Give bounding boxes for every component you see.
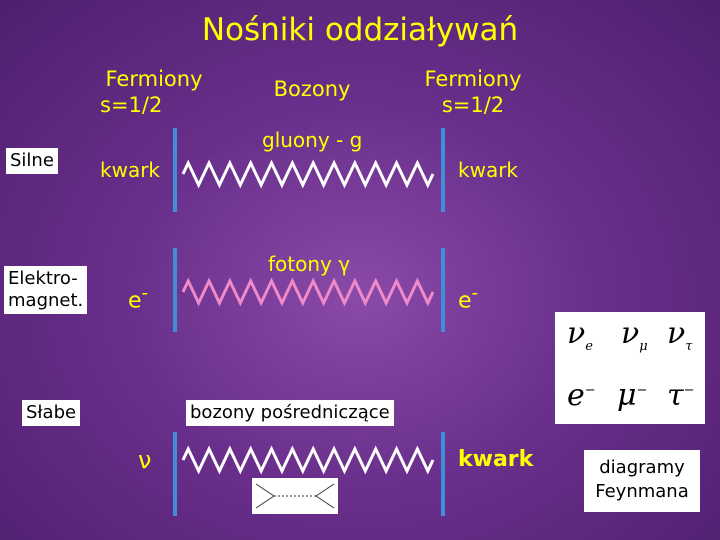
header-fermions-left: Fermiony s=1/2 xyxy=(96,66,212,118)
em-left-particle: e- xyxy=(128,282,148,313)
muon-symbol: μ− xyxy=(617,378,647,413)
slide-title: Nośniki oddziaływań xyxy=(201,12,519,48)
nu-tau-symbol-subscript: τ xyxy=(685,339,693,354)
em-right-particle: e- xyxy=(458,282,478,313)
weak-right-particle: kwark xyxy=(458,447,534,472)
strong-left-fermion-line xyxy=(173,128,177,212)
nu-tau-symbol: ντ xyxy=(667,316,692,354)
electron-symbol: e− xyxy=(567,378,596,413)
nu-mu-symbol-subscript: μ xyxy=(639,339,648,354)
row-label-electromagnetic: Elektro- magnet. xyxy=(4,266,88,314)
strong-left-particle: kwark xyxy=(100,158,160,182)
nu-e-symbol: νe xyxy=(567,316,593,354)
header-fermions-left-line1: Fermiony xyxy=(105,67,203,91)
row-label-strong: Silne xyxy=(6,148,58,174)
em-right-fermion-line xyxy=(441,248,445,332)
row-label-electromagnetic-line1: Elektro- xyxy=(8,268,78,289)
strong-right-fermion-line xyxy=(441,128,445,212)
muon-symbol-charge: − xyxy=(636,383,648,398)
nu-mu-symbol: νμ xyxy=(621,316,648,354)
em-right-particle-symbol: e xyxy=(458,288,472,314)
em-left-particle-symbol: e xyxy=(128,288,142,314)
feynman-diagram-thumbnail xyxy=(252,478,338,514)
em-right-particle-charge: - xyxy=(471,283,479,304)
nu-mu-symbol-letter: ν xyxy=(621,316,640,351)
weak-left-fermion-line xyxy=(173,432,177,516)
nu-e-symbol-letter: ν xyxy=(567,316,586,351)
muon-symbol-letter: μ xyxy=(617,378,637,413)
feynman-caption: diagramy Feynmana xyxy=(584,450,700,512)
row-label-weak: Słabe xyxy=(22,400,81,426)
header-fermions-right: Fermiony s=1/2 xyxy=(418,66,528,118)
em-left-particle-charge: - xyxy=(141,283,149,304)
weak-left-particle: ν xyxy=(138,446,152,474)
header-bosons: Bozony xyxy=(273,77,351,101)
header-fermions-right-line2: s=1/2 xyxy=(441,93,505,117)
row-label-electromagnetic-line2: magnet. xyxy=(8,290,84,311)
photon-wave xyxy=(181,277,435,307)
nu-tau-symbol-letter: ν xyxy=(667,316,686,351)
lepton-table: νe νμ ντ e− μ− τ− xyxy=(555,312,705,424)
electron-symbol-charge: − xyxy=(584,383,596,398)
tau-symbol-charge: − xyxy=(683,383,695,398)
strong-right-particle: kwark xyxy=(458,158,518,182)
weak-right-fermion-line xyxy=(441,432,445,516)
tau-symbol-letter: τ xyxy=(667,378,684,413)
feynman-caption-line1: diagramy xyxy=(599,457,685,478)
feynman-caption-line2: Feynmana xyxy=(595,481,689,502)
header-fermions-right-line1: Fermiony xyxy=(424,67,522,91)
weak-boson-wave xyxy=(181,445,435,475)
nu-e-symbol-subscript: e xyxy=(585,339,593,354)
weak-boson-label: bozony pośredniczące xyxy=(186,400,394,426)
gluon-wave xyxy=(181,159,435,189)
em-boson-label: fotony γ xyxy=(268,252,351,276)
em-left-fermion-line xyxy=(173,248,177,332)
electron-symbol-letter: e xyxy=(567,378,585,413)
strong-boson-label: gluony - g xyxy=(262,128,363,152)
header-fermions-left-line2: s=1/2 xyxy=(100,93,163,117)
tau-symbol: τ− xyxy=(667,378,695,413)
